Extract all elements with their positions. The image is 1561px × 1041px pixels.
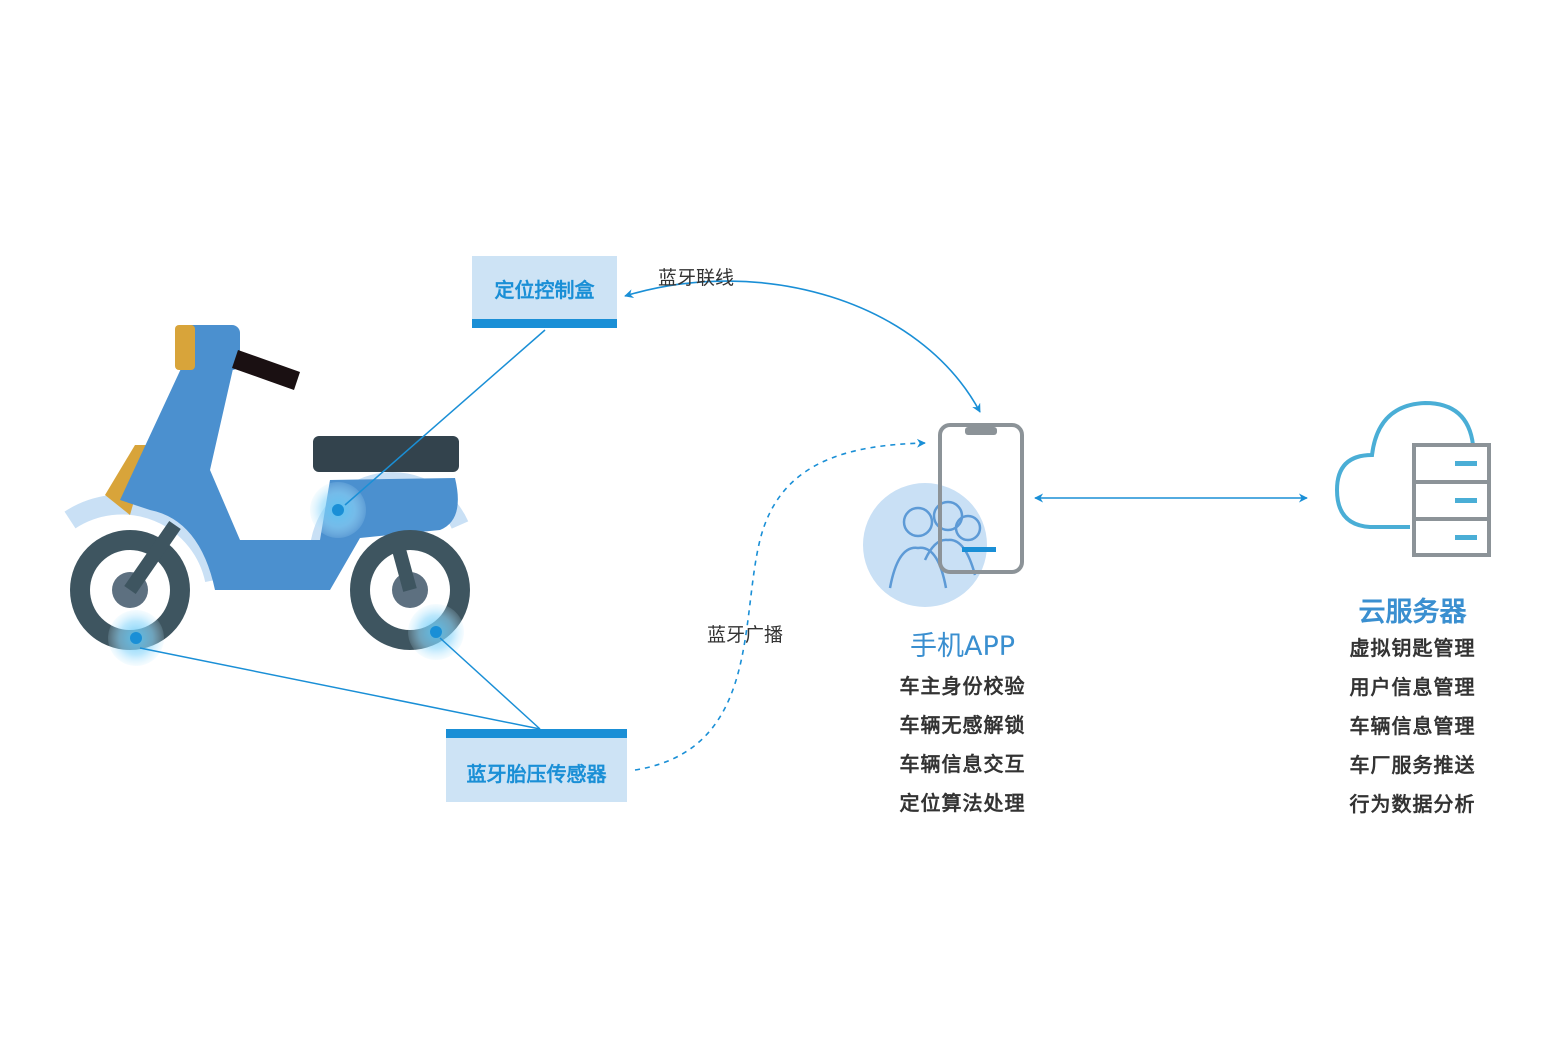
tpms-sensor-label: 蓝牙胎压传感器 — [466, 762, 607, 786]
cloud-feature: 行为数据分析 — [1349, 792, 1476, 816]
bluetooth-sensor-icon — [108, 610, 164, 666]
phone-feature: 车主身份校验 — [899, 674, 1026, 698]
bt-connect-arrow — [624, 280, 981, 413]
cloud-feature: 车厂服务推送 — [1349, 753, 1476, 777]
tpms-box-shape — [446, 729, 627, 802]
cloud-feature: 用户信息管理 — [1349, 675, 1476, 699]
bt-broadcast-arrow — [634, 438, 926, 771]
phone-feature: 车辆无感解锁 — [899, 713, 1026, 737]
users-icon — [863, 483, 987, 607]
phone-feature: 定位算法处理 — [899, 791, 1026, 815]
cloud-feature: 虚拟钥匙管理 — [1349, 636, 1476, 660]
scooter-icon — [64, 325, 470, 650]
bluetooth-sensor-icon — [408, 604, 464, 660]
phone-feature: 车辆信息交互 — [899, 752, 1026, 776]
cloud-icon — [1334, 400, 1475, 529]
server-icon — [1412, 443, 1491, 557]
cloud-feature: 车辆信息管理 — [1349, 714, 1476, 738]
smartphone-icon — [938, 423, 1024, 574]
bluetooth-sensor-icon — [310, 482, 366, 538]
leader-lines — [139, 329, 546, 730]
control-box-label: 定位控制盒 — [494, 278, 595, 302]
bt-broadcast-label: 蓝牙广播 — [707, 624, 784, 646]
bt-connect-label: 蓝牙联线 — [658, 267, 735, 289]
phone-app-title: 手机APP — [909, 631, 1016, 662]
control-box-shape — [472, 256, 617, 328]
cloud-server-title: 云服务器 — [1358, 597, 1467, 628]
